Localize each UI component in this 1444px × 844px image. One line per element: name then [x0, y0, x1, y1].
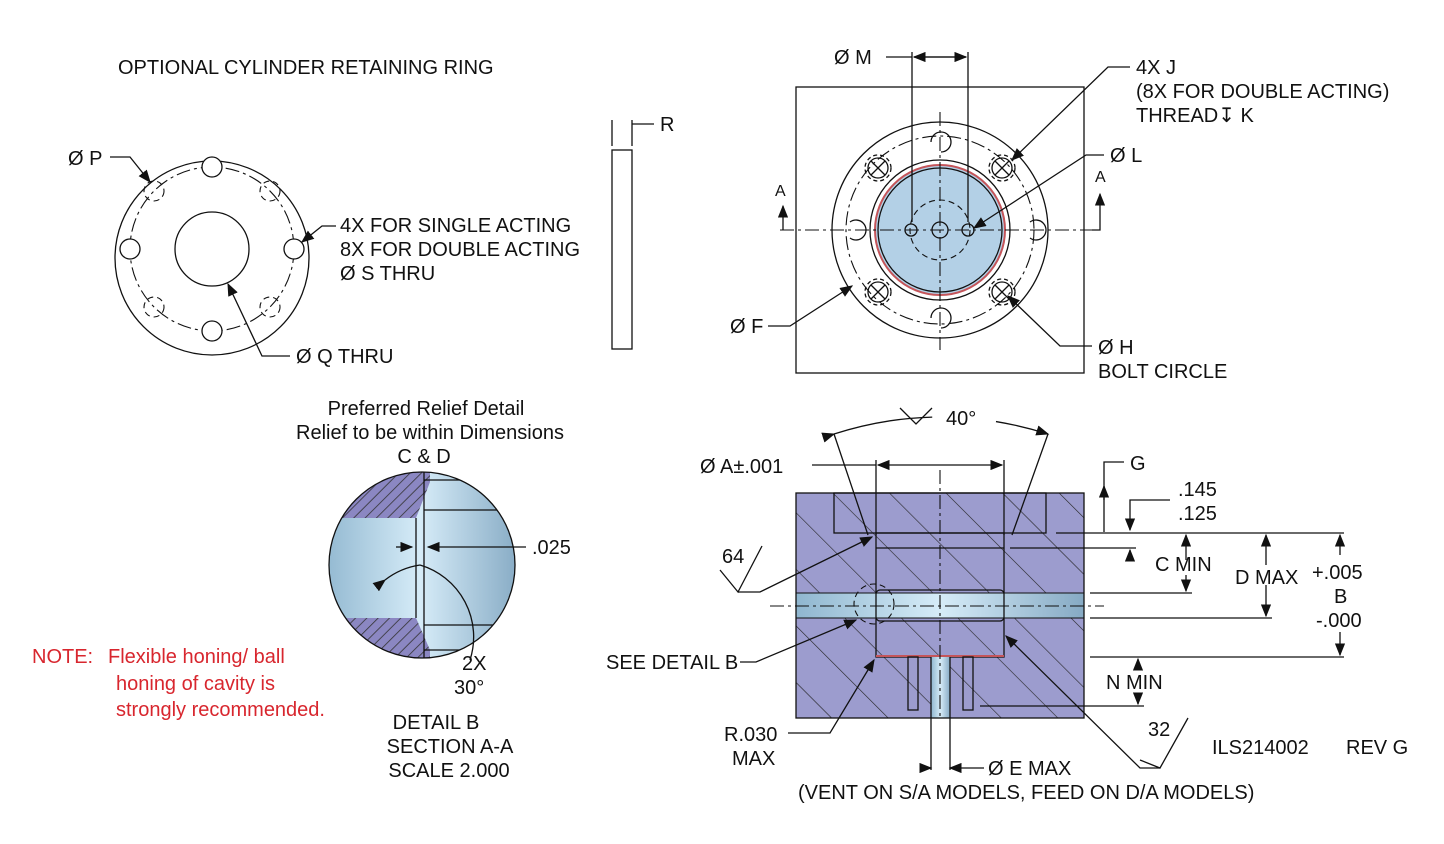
detail-caption-2: SECTION A-A [387, 736, 514, 758]
holes-note-1: 4X FOR SINGLE ACTING [340, 215, 571, 237]
dia-a-label: Ø A±.001 [700, 456, 783, 478]
dia-l-label: Ø L [1110, 145, 1142, 167]
dia-f-label: Ø F [730, 316, 763, 338]
thread-note-3: THREAD↧ K [1136, 105, 1255, 127]
detail-caption-1: DETAIL B [393, 712, 480, 734]
d-max-label: D MAX [1235, 567, 1298, 589]
vent-note: (VENT ON S/A MODELS, FEED ON D/A MODELS) [798, 782, 1254, 804]
section-marker-right: A [1095, 169, 1106, 186]
note-line-3: strongly recommended. [116, 699, 325, 721]
ring-center-hole [174, 211, 250, 287]
ring-side-view [611, 149, 633, 350]
thread-note-2: (8X FOR DOUBLE ACTING) [1136, 81, 1389, 103]
b-tol-minus: -.000 [1316, 610, 1362, 632]
depth-max: .145 [1178, 479, 1217, 501]
drawing-number: ILS214002 [1212, 737, 1309, 759]
dia-m-label: Ø M [834, 47, 872, 69]
thickness-r-label: R [660, 114, 674, 136]
b-label: B [1334, 586, 1347, 608]
detail-heading-2: Relief to be within Dimensions [296, 422, 564, 444]
holes-note-3: Ø S THRU [340, 263, 435, 285]
dia-e-label: Ø E MAX [988, 758, 1071, 780]
section-marker-left: A [775, 183, 786, 200]
note-line-2: honing of cavity is [116, 673, 275, 695]
relief-dim-025: .025 [532, 537, 571, 559]
angle-30: 30° [454, 677, 484, 699]
ring-holes-double-acting [143, 180, 281, 318]
radius-max-label: MAX [732, 748, 775, 770]
section-view: 40° Ø A±.001 G .145 .125 C MIN D MAX +.0… [606, 407, 1408, 804]
honing-note: NOTE: Flexible honing/ ball honing of ca… [32, 646, 325, 721]
finish-64: 64 [722, 546, 744, 568]
thread-holes [849, 131, 1047, 329]
dia-h-label: Ø H [1098, 337, 1134, 359]
thread-note-1: 4X J [1136, 57, 1176, 79]
revision: REV G [1346, 737, 1408, 759]
retaining-ring-view: OPTIONAL CYLINDER RETAINING RING Ø P 4X … [68, 57, 674, 368]
finish-32: 32 [1148, 719, 1170, 741]
top-view: Ø M 4X J (8X FOR DOUBLE ACTING) THREAD↧ … [730, 47, 1389, 383]
c-min-label: C MIN [1155, 554, 1212, 576]
ring-title: OPTIONAL CYLINDER RETAINING RING [118, 57, 494, 79]
angle-2x: 2X [462, 653, 486, 675]
b-tol-plus: +.005 [1312, 562, 1363, 584]
detail-b: Preferred Relief Detail Relief to be wit… [296, 398, 571, 782]
holes-note-2: 8X FOR DOUBLE ACTING [340, 239, 580, 261]
dia-p-label: Ø P [68, 148, 102, 170]
dia-q-label: Ø Q THRU [296, 346, 393, 368]
see-detail-b: SEE DETAIL B [606, 652, 738, 674]
note-line-1: Flexible honing/ ball [108, 646, 285, 668]
note-label: NOTE: [32, 646, 93, 668]
depth-min: .125 [1178, 503, 1217, 525]
n-min-label: N MIN [1106, 672, 1163, 694]
detail-heading-3: C & D [397, 446, 450, 468]
detail-heading-1: Preferred Relief Detail [328, 398, 525, 420]
g-label: G [1130, 453, 1146, 475]
bolt-circle-label: BOLT CIRCLE [1098, 361, 1227, 383]
angle-40: 40° [946, 408, 976, 430]
radius-label: R.030 [724, 724, 777, 746]
ring-bolt-circle [129, 166, 295, 332]
detail-caption-3: SCALE 2.000 [388, 760, 509, 782]
ring-holes [119, 156, 305, 342]
